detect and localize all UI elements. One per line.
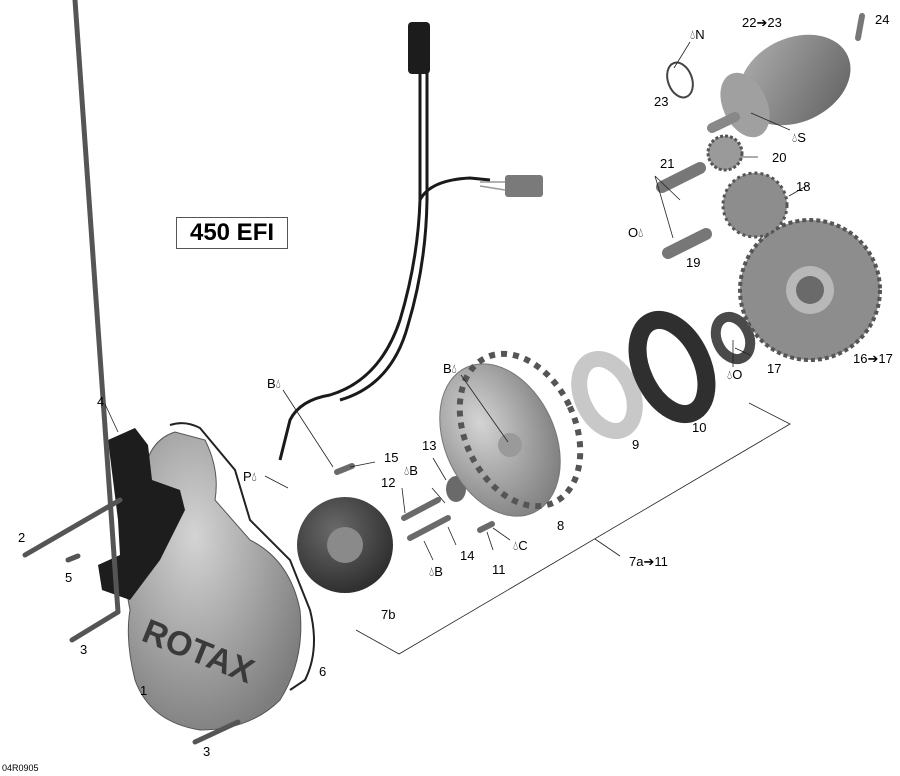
part-label-11: 11 <box>492 562 506 577</box>
part-label-16-17: 16➔17 <box>853 351 893 366</box>
part-label-2: 2 <box>18 530 26 545</box>
part-label-24: 24 <box>875 12 890 27</box>
lube-callout-p: P💧︎ <box>243 469 257 484</box>
connector-top <box>408 22 430 74</box>
starter-screw <box>855 13 865 41</box>
small-bolts <box>334 463 495 541</box>
drop-icon: 💧︎ <box>638 225 644 240</box>
reference-code: 04R0905 <box>2 763 39 773</box>
part-label-5: 5 <box>65 570 73 585</box>
part-label-23: 23 <box>654 94 669 109</box>
starter-gear-small <box>706 134 744 172</box>
seal-ring <box>628 310 716 424</box>
drop-icon: 💧︎ <box>429 564 435 579</box>
part-label-20: 20 <box>772 150 787 165</box>
shaft-19 <box>662 228 712 259</box>
drop-icon: 💧︎ <box>451 361 457 376</box>
part-label-15: 15 <box>384 450 399 465</box>
lube-callout-b-harness: B💧︎ <box>267 376 281 391</box>
stator <box>297 497 393 593</box>
part-label-4: 4 <box>97 394 105 409</box>
connector-side <box>505 175 543 197</box>
lube-callout-o-bushing: 💧︎O <box>727 367 743 382</box>
o-ring <box>666 61 694 99</box>
part-label-17: 17 <box>767 361 782 376</box>
drop-icon: 💧︎ <box>727 367 733 382</box>
part-label-3: 3 <box>80 642 88 657</box>
lube-callout-b-rotor: B💧︎ <box>443 361 457 376</box>
part-label-10: 10 <box>692 420 707 435</box>
wire-harness <box>278 70 491 461</box>
part-label-1: 1 <box>140 683 148 698</box>
starter-gear <box>738 218 882 362</box>
lube-callout-b-14: 💧︎B <box>429 564 443 579</box>
shaft-21 <box>656 162 706 193</box>
lube-callout-b-12: 💧︎B <box>404 463 418 478</box>
lube-callout-s: 💧︎S <box>792 130 806 145</box>
part-label-9: 9 <box>632 437 640 452</box>
part-label-3-lower: 3 <box>203 744 211 759</box>
part-label-7b: 7b <box>381 607 396 622</box>
drop-icon: 💧︎ <box>792 130 798 145</box>
part-label-21: 21 <box>660 156 675 171</box>
part-label-22-23: 22➔23 <box>742 15 782 30</box>
part-label-6: 6 <box>319 664 327 679</box>
bushing <box>710 311 756 365</box>
part-label-12: 12 <box>381 475 396 490</box>
starter-motor <box>707 34 851 138</box>
rotor-flywheel <box>439 350 584 517</box>
lube-callout-c: 💧︎C <box>513 538 528 553</box>
cover-shield <box>98 428 185 600</box>
lube-callout-n: 💧︎N <box>690 27 705 42</box>
part-label-13: 13 <box>422 438 437 453</box>
part-label-14: 14 <box>460 548 475 563</box>
gasket <box>169 422 315 691</box>
drop-icon: 💧︎ <box>513 538 519 553</box>
drop-icon: 💧︎ <box>251 469 257 484</box>
lube-callout-o-shafts: O💧︎ <box>628 225 644 240</box>
part-label-7a-11: 7a➔11 <box>629 554 668 569</box>
part-label-18: 18 <box>796 179 811 194</box>
part-label-8: 8 <box>557 518 565 533</box>
drop-icon: 💧︎ <box>690 27 696 42</box>
ring <box>571 350 643 440</box>
intermediate-gear <box>721 171 789 239</box>
drop-icon: 💧︎ <box>275 376 281 391</box>
model-title: 450 EFI <box>176 217 288 249</box>
drop-icon: 💧︎ <box>404 463 410 478</box>
screws-left <box>22 0 241 745</box>
part-label-19: 19 <box>686 255 701 270</box>
leader-lines <box>104 41 809 655</box>
